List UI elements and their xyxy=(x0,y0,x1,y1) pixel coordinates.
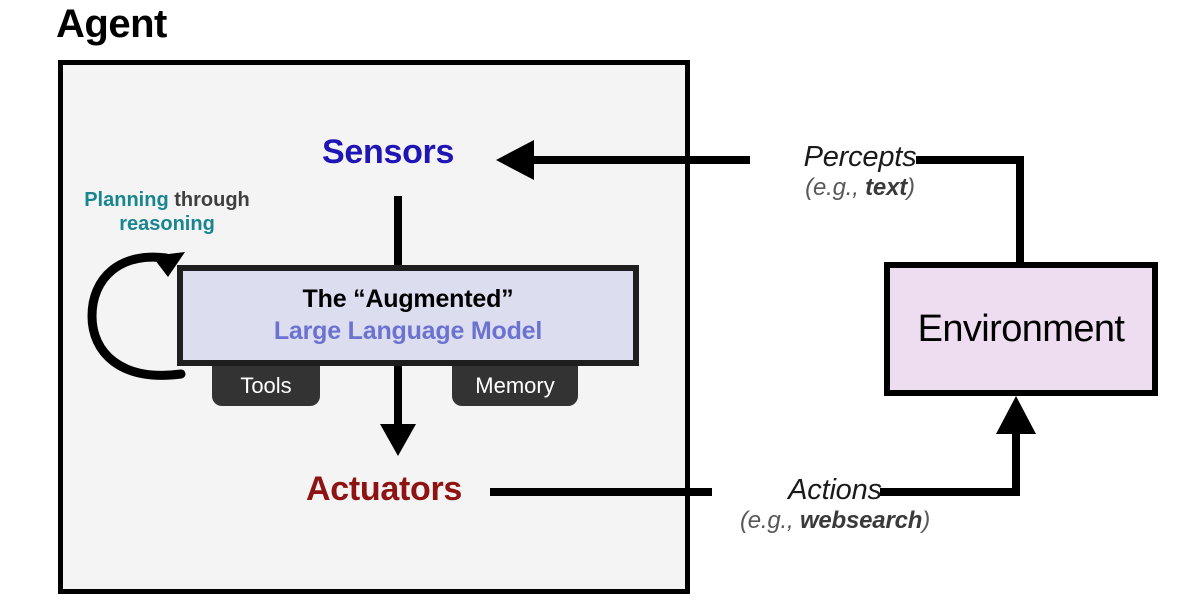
environment-box: Environment xyxy=(884,262,1158,396)
llm-title-line2: Large Language Model xyxy=(273,316,543,345)
actuators-label: Actuators xyxy=(306,470,462,508)
percepts-example-suffix: ) xyxy=(907,174,915,202)
actions-example-value: websearch xyxy=(799,507,923,535)
percepts-example-value: text xyxy=(865,174,908,202)
sensors-label: Sensors xyxy=(322,133,455,171)
environment-label: Environment xyxy=(917,307,1125,350)
percepts-main-text: Percepts xyxy=(803,141,917,173)
percepts-example-text: (e.g., text) xyxy=(755,174,965,202)
planning-keyword: Planning xyxy=(84,189,169,211)
tools-chip: Tools xyxy=(212,366,320,406)
planning-annotation: Planning through reasoning xyxy=(62,188,272,236)
memory-chip-label: Memory xyxy=(475,373,555,398)
actions-example-prefix: (e.g., xyxy=(739,507,800,535)
actions-example-text: (e.g., websearch) xyxy=(700,507,970,535)
agent-title: Agent xyxy=(56,2,167,46)
percepts-example-prefix: (e.g., xyxy=(805,174,866,202)
planning-reasoning-word: reasoning xyxy=(119,213,215,235)
planning-connector-word: through xyxy=(168,189,250,211)
memory-chip: Memory xyxy=(452,366,578,406)
tools-chip-label: Tools xyxy=(240,373,292,398)
augmented-llm-box: The “Augmented” Large Language Model xyxy=(177,265,639,366)
actions-example-suffix: ) xyxy=(922,507,931,535)
actions-main-text: Actions xyxy=(788,474,882,506)
actions-label: Actions (e.g., websearch) xyxy=(700,473,970,536)
llm-title-line1: The “Augmented” xyxy=(302,285,514,314)
percepts-label: Percepts (e.g., text) xyxy=(755,140,965,203)
